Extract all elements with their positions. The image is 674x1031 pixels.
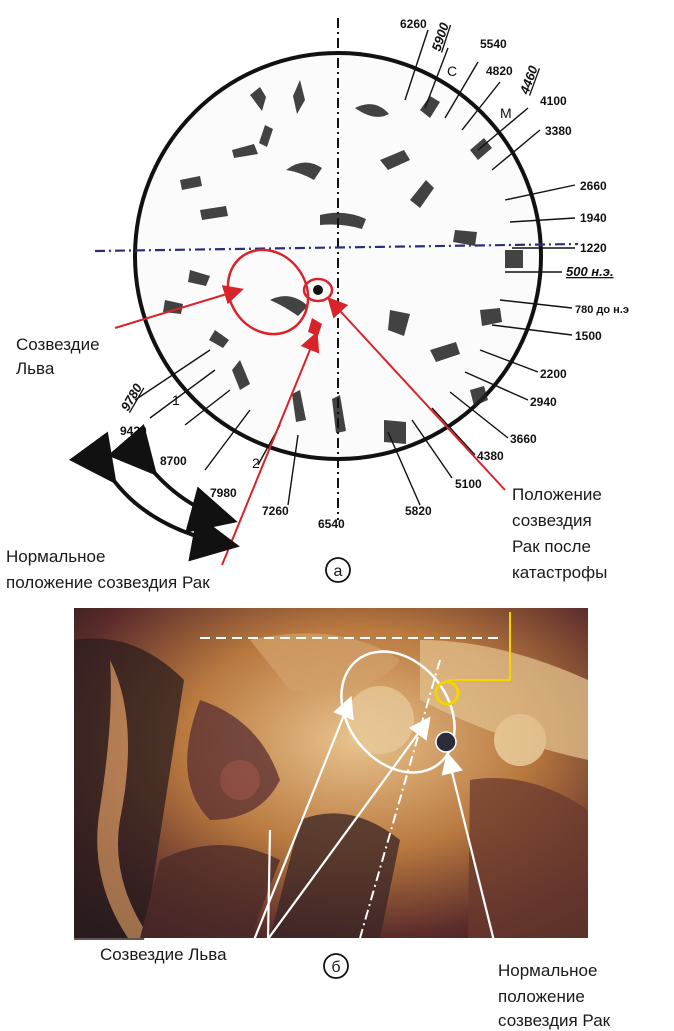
normal-label-line1: Нормальное	[6, 547, 105, 566]
photo-cancer-normal-marker	[436, 732, 456, 752]
year-2940: 2940	[530, 395, 557, 409]
year-4820: 4820	[486, 64, 513, 78]
photo-normal-line3: созвездия Рак	[498, 1011, 611, 1030]
photo-normal-line1: Нормальное	[498, 961, 597, 980]
year-6260: 6260	[400, 17, 427, 31]
photo-leo-label: Созвездие Льва	[100, 945, 227, 964]
panel-a-label: а	[334, 563, 343, 580]
panel-b-label: б	[331, 959, 340, 976]
mark-1: 1	[172, 392, 180, 408]
year-1940: 1940	[580, 211, 607, 225]
year-6540: 6540	[318, 517, 345, 531]
mark-2: 2	[252, 455, 260, 471]
year-5900: 5900	[429, 20, 452, 53]
year-7980: 7980	[210, 486, 237, 500]
year-1500: 1500	[575, 329, 602, 343]
after-label-line3: Рак после	[512, 537, 591, 556]
year-2660: 2660	[580, 179, 607, 193]
leo-label-line2: Льва	[16, 359, 55, 378]
after-label-line1: Положение	[512, 485, 602, 504]
year-4100: 4100	[540, 94, 567, 108]
year-7260: 7260	[262, 504, 289, 518]
year-500: 500 н.э.	[566, 264, 614, 279]
after-label-line2: созвездия	[512, 511, 592, 530]
panel-a: 6260 5900 С 5540 4820 4460 М 4100 3380 2…	[6, 17, 629, 592]
letter-c: С	[447, 63, 457, 79]
year-5820: 5820	[405, 504, 432, 518]
year-2200: 2200	[540, 367, 567, 381]
after-label-line4: катастрофы	[512, 563, 607, 582]
year-4380: 4380	[477, 449, 504, 463]
panel-b: Созвездие Льва б Нормальное положение со…	[74, 608, 611, 1030]
year-3380: 3380	[545, 124, 572, 138]
year-3660: 3660	[510, 432, 537, 446]
photo-normal-line2: положение	[498, 987, 585, 1006]
leo-label-line1: Созвездие	[16, 335, 100, 354]
year-5100: 5100	[455, 477, 482, 491]
cancer-after-dot	[313, 285, 323, 295]
year-1220: 1220	[580, 241, 607, 255]
year-8700: 8700	[160, 454, 187, 468]
year-9420: 9420	[120, 424, 147, 438]
year-5540: 5540	[480, 37, 507, 51]
year-780: 780 до н.э	[575, 304, 629, 316]
letter-m: М	[500, 105, 512, 121]
year-9780: 9780	[118, 380, 146, 413]
normal-label-line2: положение созвездия Рак	[6, 573, 210, 592]
year-4460: 4460	[516, 63, 541, 97]
